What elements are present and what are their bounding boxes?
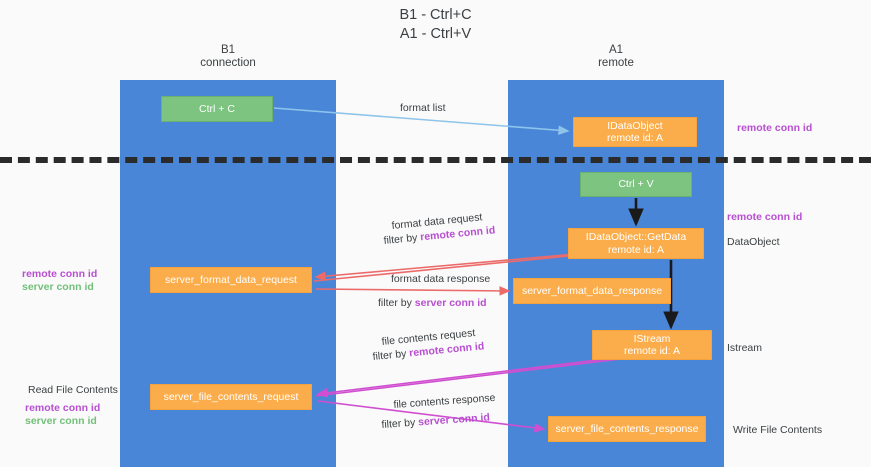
flow-label-fcres-filter-key: server conn id (417, 411, 491, 429)
lane-header-b1-sub: connection (200, 57, 256, 69)
box-server-format-data-request-label: server_format_data_request (165, 273, 297, 286)
box-server-format-data-response[interactable]: server_format_data_response (513, 278, 671, 304)
label-read-file-contents: Read File Contents (28, 384, 118, 397)
arrow-format-data-response (315, 286, 511, 296)
box-ctrl-v[interactable]: Ctrl + V (580, 172, 692, 197)
label-dataobject: DataObject (727, 236, 780, 249)
box-ctrl-c[interactable]: Ctrl + C (161, 96, 273, 122)
box-idataobject-line-1: IDataObject (607, 119, 663, 132)
lane-header-a1-sub: remote (598, 57, 634, 69)
box-istream[interactable]: IStream remote id: A (592, 330, 712, 360)
box-server-file-contents-request[interactable]: server_file_contents_request (150, 384, 312, 410)
box-istream-line-2: remote id: A (623, 345, 681, 357)
box-idataobject[interactable]: IDataObject remote id: A (573, 117, 697, 147)
flow-label-format-list: format list (400, 101, 446, 115)
label-server-conn-id-left-mid: server conn id (22, 281, 94, 293)
box-istream-line-1: IStream (633, 332, 671, 345)
flow-label-format-data-response-filter: filter by server conn id (378, 296, 487, 310)
label-conn-ids-bottom: remote conn id server conn id (25, 402, 100, 428)
box-server-format-data-request[interactable]: server_format_data_request (150, 267, 312, 293)
box-getdata-line-1: IDataObject::GetData (585, 231, 687, 243)
label-remote-conn-id-left-bottom: remote conn id (25, 402, 101, 414)
flow-label-fcreq-filter-prefix: filter by (372, 347, 410, 363)
label-remote-conn-id-top: remote conn id (737, 122, 812, 135)
flow-label-format-data-response-text: format data response (391, 273, 491, 285)
label-istream-text: Istream (727, 342, 763, 354)
label-remote-conn-id-top-text: remote conn id (737, 122, 813, 134)
flow-label-fdres-filter-key: server conn id (414, 297, 487, 309)
box-server-file-contents-response[interactable]: server_file_contents_response (548, 416, 706, 442)
label-remote-conn-id-mid: remote conn id (727, 211, 802, 224)
label-server-conn-id-left-bottom: server conn id (25, 415, 97, 427)
flow-label-fcres-filter-prefix: filter by (381, 416, 419, 431)
box-server-file-contents-response-label: server_file_contents_response (555, 422, 699, 435)
box-ctrl-v-label: Ctrl + V (618, 178, 654, 191)
box-ctrl-c-label: Ctrl + C (199, 102, 235, 115)
lane-header-b1: B1 connection (120, 44, 336, 70)
box-server-file-contents-request-label: server_file_contents_request (163, 390, 299, 403)
label-read-file-contents-text: Read File Contents (28, 384, 118, 396)
title-line-1: B1 - Ctrl+C (399, 7, 472, 23)
box-server-format-data-response-label: server_format_data_response (521, 284, 663, 297)
flow-label-fdres-filter-prefix: filter by (378, 297, 415, 309)
label-dataobject-text: DataObject (727, 236, 780, 248)
label-write-file-contents-text: Write File Contents (733, 424, 823, 436)
flow-label-file-contents-response-filter: filter by server conn id (381, 410, 490, 432)
flow-label-file-contents-response: file contents response (393, 391, 496, 412)
lane-header-b1-name: B1 (220, 44, 236, 56)
flow-label-format-data-response: format data response (391, 272, 490, 286)
label-conn-ids-middle: remote conn id server conn id (22, 268, 97, 294)
lane-header-a1-name: A1 (608, 44, 624, 56)
phase-divider (0, 157, 871, 163)
label-write-file-contents: Write File Contents (733, 424, 822, 437)
label-remote-conn-id-left-mid: remote conn id (22, 268, 98, 280)
box-getdata-line-2: remote id: A (607, 243, 665, 256)
box-idataobject-line-2: remote id: A (606, 132, 664, 144)
lane-header-a1: A1 remote (508, 44, 724, 70)
flow-label-file-contents-response-text: file contents response (393, 391, 496, 411)
box-idataobject-getdata[interactable]: IDataObject::GetData remote id: A (568, 228, 704, 259)
title-line-2: A1 - Ctrl+V (399, 26, 472, 42)
page-title: B1 - Ctrl+C A1 - Ctrl+V (0, 6, 871, 44)
flow-label-format-list-text: format list (400, 102, 446, 114)
flow-label-fdreq-filter-prefix: filter by (383, 231, 421, 247)
label-remote-conn-id-mid-text: remote conn id (727, 211, 803, 223)
label-istream: Istream (727, 342, 762, 355)
